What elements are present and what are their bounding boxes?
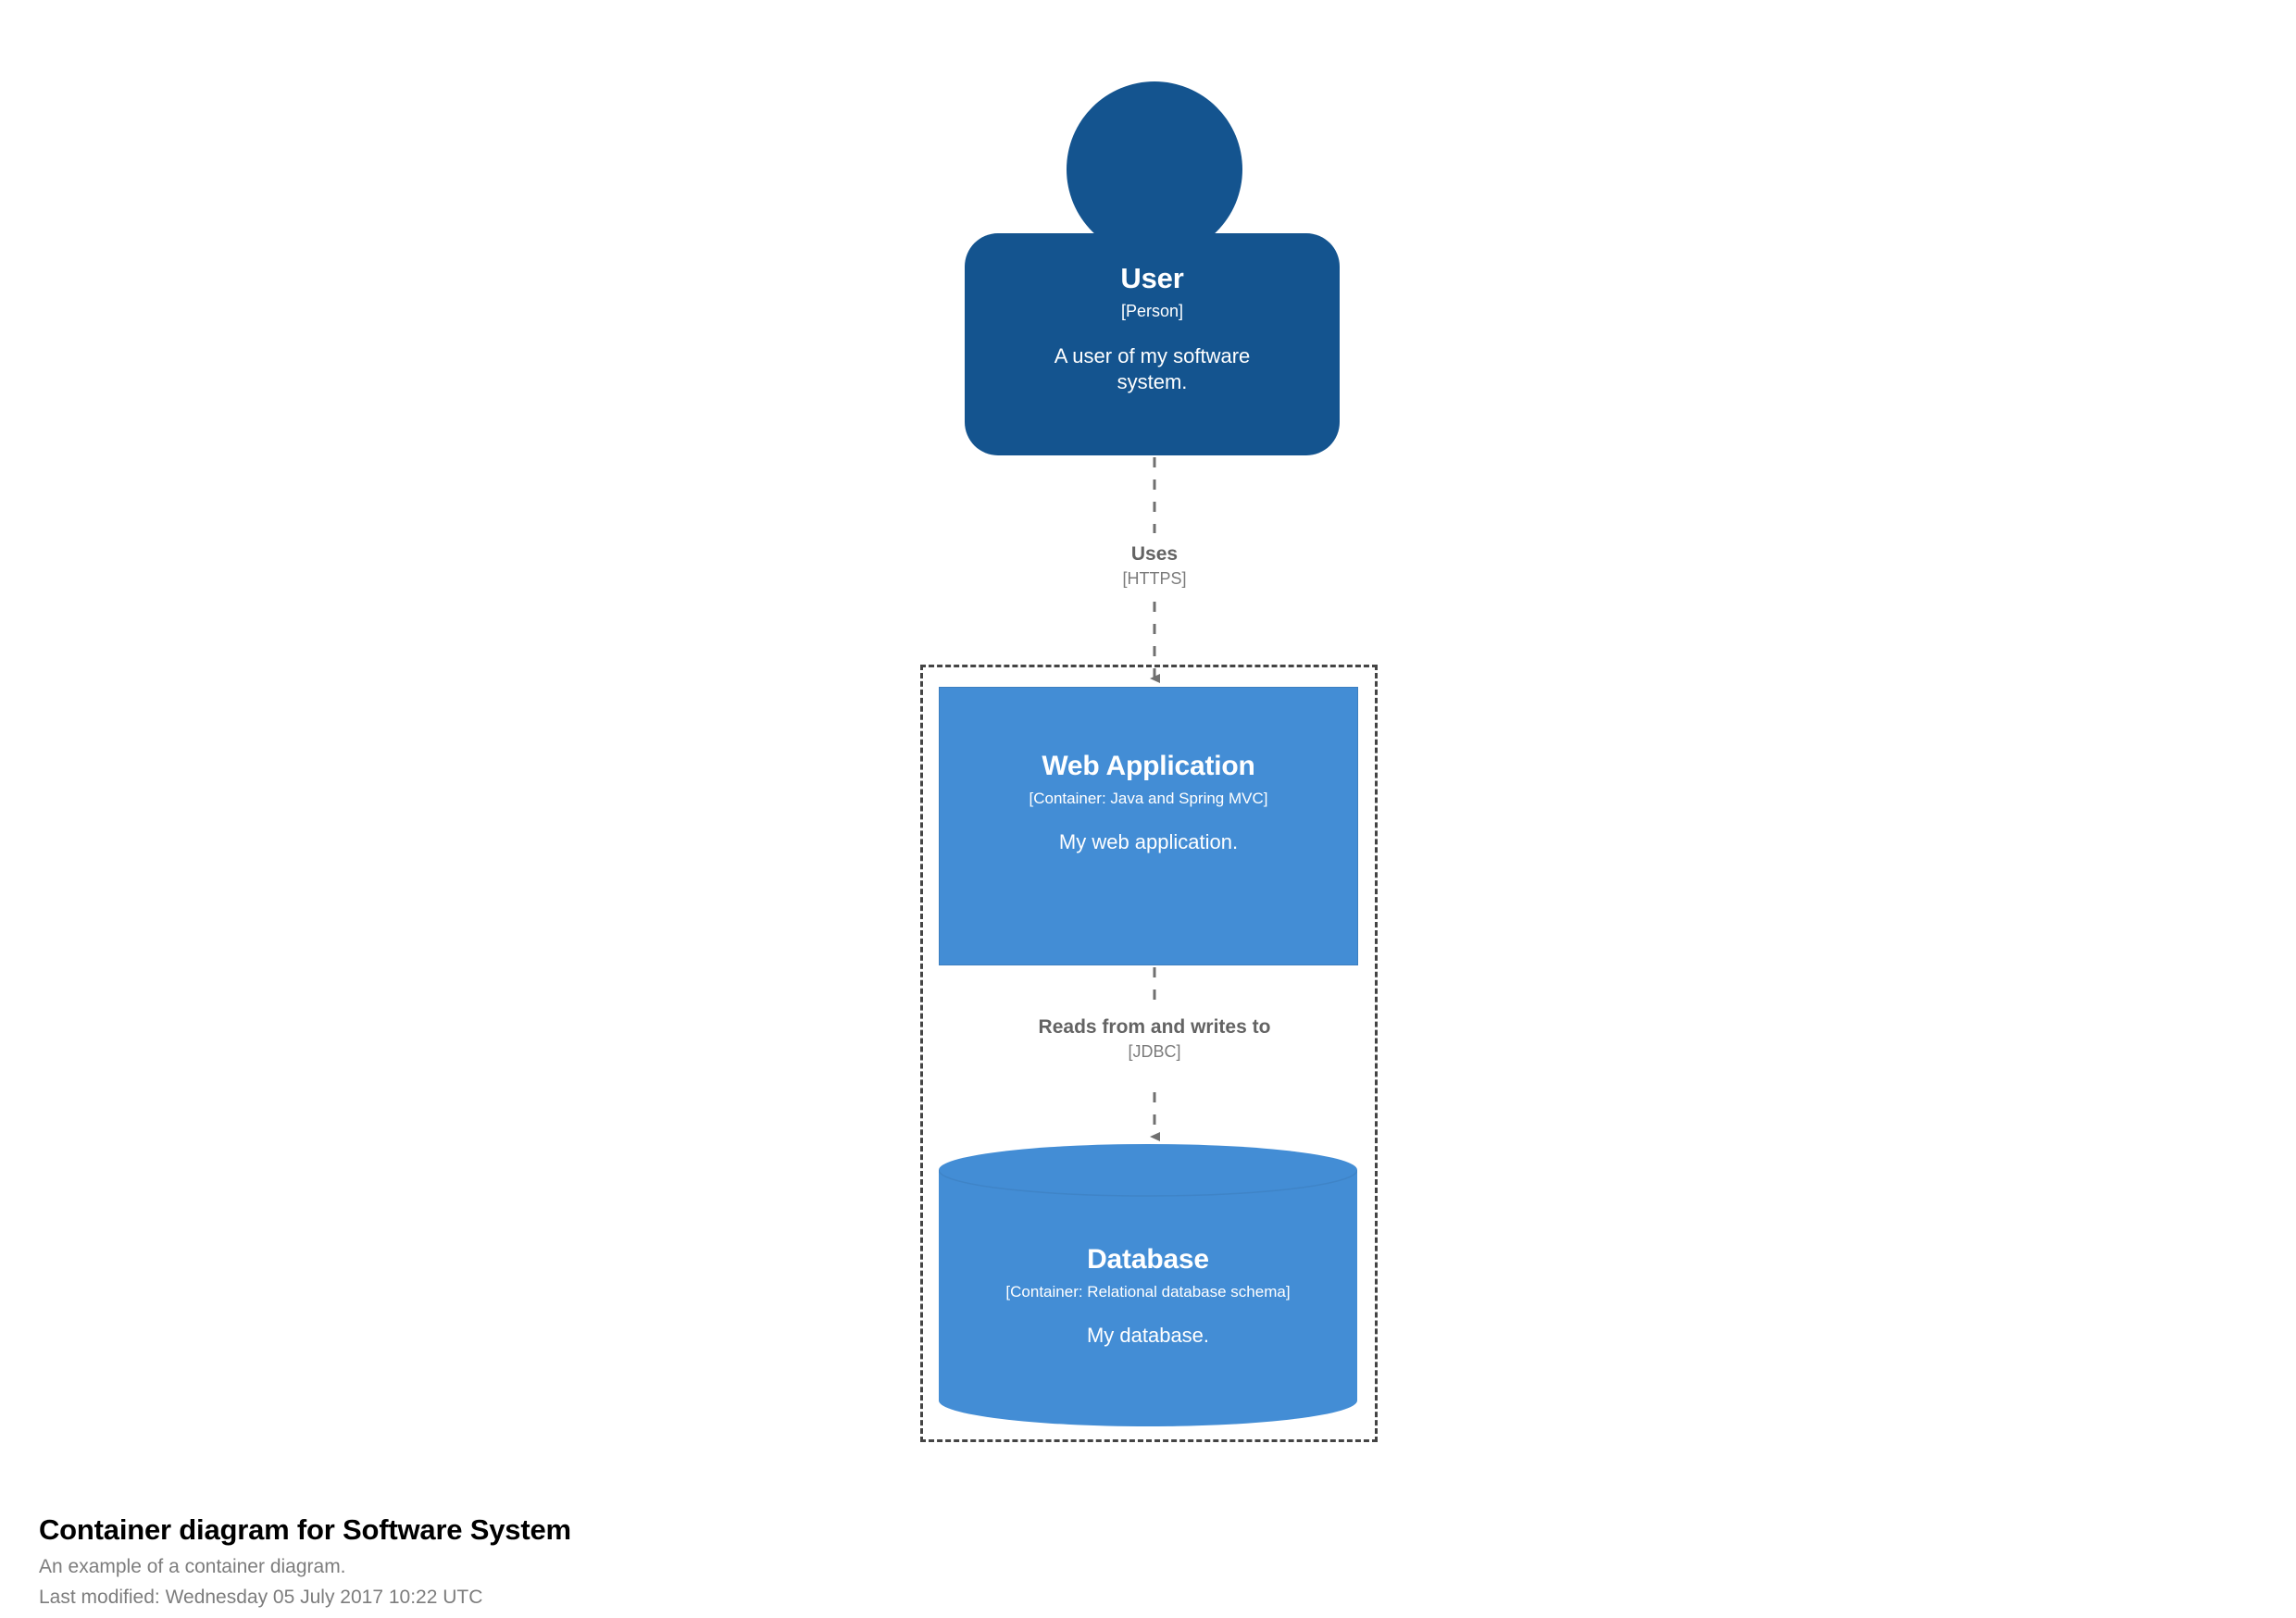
element-database-type: [Container: Relational database schema]	[1005, 1282, 1291, 1301]
element-user-text: User [Person] A user of my software syst…	[965, 233, 1340, 455]
diagram-caption: Container diagram for Software System An…	[39, 1512, 1520, 1612]
diagram-last-modified: Last modified: Wednesday 05 July 2017 10…	[39, 1586, 483, 1608]
person-body-shape	[965, 233, 1340, 455]
element-user[interactable]: User [Person] A user of my software syst…	[965, 81, 1340, 455]
element-database[interactable]: Database [Container: Relational database…	[939, 1144, 1357, 1426]
element-database-text: Database [Container: Relational database…	[939, 1144, 1357, 1426]
element-web-application[interactable]: Web Application [Container: Java and Spr…	[939, 687, 1358, 965]
element-web-application-name: Web Application	[1042, 751, 1255, 781]
relationship-uses-technology: [HTTPS]	[1122, 568, 1187, 588]
relationship-label-reads-writes: Reads from and writes to [JDBC]	[969, 1015, 1340, 1062]
element-user-type: [Person]	[1120, 301, 1184, 320]
element-user-name: User	[1120, 262, 1184, 294]
cylinder-top-arc	[939, 1169, 1357, 1197]
element-web-application-type: [Container: Java and Spring MVC]	[1029, 789, 1268, 807]
relationship-uses-description: Uses	[1130, 543, 1179, 565]
element-database-description: My database.	[1086, 1323, 1210, 1347]
element-web-application-description: My web application.	[1058, 829, 1239, 853]
relationship-reads-writes-description: Reads from and writes to	[1038, 1016, 1271, 1038]
relationship-label-uses: Uses [HTTPS]	[969, 542, 1340, 589]
person-head-icon	[1067, 81, 1242, 257]
element-database-name: Database	[1087, 1244, 1209, 1275]
cylinder-body	[939, 1144, 1357, 1426]
system-boundary	[920, 665, 1378, 1442]
cylinder-shape	[939, 1144, 1357, 1426]
element-user-description: A user of my software system.	[1054, 344, 1251, 393]
diagram-title: Container diagram for Software System	[39, 1513, 571, 1546]
relationship-reads-writes-technology: [JDBC]	[1128, 1041, 1181, 1061]
diagram-subtitle: An example of a container diagram.	[39, 1556, 346, 1578]
